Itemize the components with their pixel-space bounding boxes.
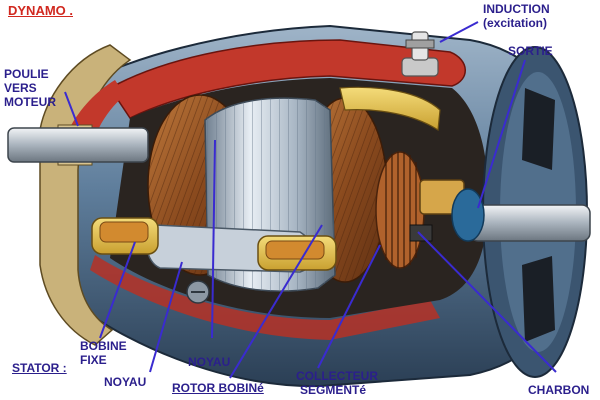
leader-induction xyxy=(439,21,479,43)
field-coil-right-face xyxy=(265,240,325,260)
leader-charbon xyxy=(417,231,557,373)
vent-opening-1 xyxy=(522,88,555,170)
label-poulie-line3: MOTEUR xyxy=(4,95,56,109)
brush-ring xyxy=(451,188,485,242)
leader-rotor-bobine xyxy=(229,224,323,379)
housing-lining-lower xyxy=(90,255,440,340)
leader-noyau-stator xyxy=(149,261,183,373)
label-excitation: (excitation) xyxy=(483,16,548,30)
label-collecteur-line1: COLLECTEUR xyxy=(296,369,378,383)
label-stator: STATOR : xyxy=(12,361,67,375)
leader-bobine xyxy=(99,241,136,339)
label-bobine-line1: BOBINE xyxy=(80,339,127,353)
label-noyau-stator: NOYAU xyxy=(104,375,147,389)
shaft-right xyxy=(469,204,591,242)
commutator xyxy=(375,151,425,269)
left-end-cap xyxy=(39,44,132,346)
field-coil-left-face xyxy=(99,221,149,243)
label-sortie: SORTIE xyxy=(508,44,553,58)
label-noyau-rotor: NOYAU xyxy=(188,355,231,369)
label-bobine-line2: FIXE xyxy=(80,353,107,367)
housing-lining xyxy=(108,39,466,119)
label-charbon: CHARBON xyxy=(528,383,590,397)
label-induction: INDUCTION xyxy=(483,2,550,16)
commutator-segments xyxy=(385,152,417,268)
brush-carbon xyxy=(409,224,433,242)
leader-sortie xyxy=(477,59,526,209)
label-rotor-bobine: ROTOR BOBINé xyxy=(172,381,264,395)
label-poulie-line1: POULIE xyxy=(4,67,49,81)
shaft xyxy=(7,127,149,163)
leader-poulie xyxy=(64,91,79,127)
terminal-base xyxy=(401,57,439,77)
label-collecteur-line2: SEGMENTé xyxy=(300,383,367,397)
terminal-nut xyxy=(405,39,435,49)
diagram-title: DYNAMO . xyxy=(8,3,73,18)
label-poulie-line2: VERS xyxy=(4,81,37,95)
leader-noyau-rotor xyxy=(211,139,216,339)
leader-collecteur xyxy=(317,244,381,369)
field-coil-upper xyxy=(339,86,441,132)
vent-opening-2 xyxy=(522,256,555,342)
